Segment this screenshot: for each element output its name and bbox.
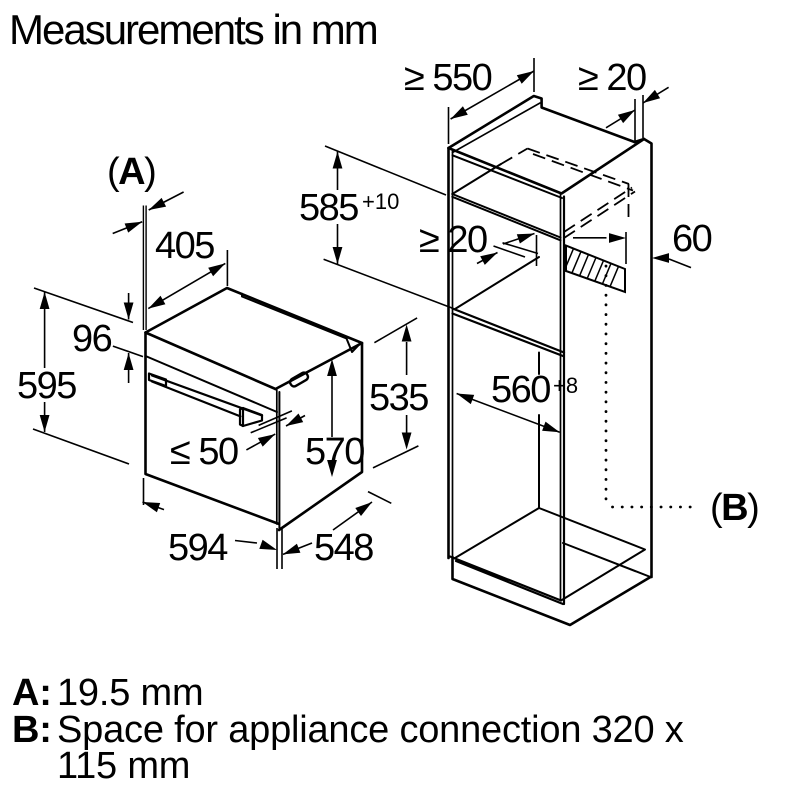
svg-text:594: 594 [168,527,228,569]
svg-text:585: 585 [299,187,358,229]
svg-text:(A): (A) [107,151,155,193]
svg-text:60: 60 [672,218,712,260]
svg-text:≥ 550: ≥ 550 [404,57,492,99]
svg-text:+8: +8 [553,373,578,398]
svg-text:115 mm: 115 mm [57,745,190,787]
svg-text:96: 96 [72,318,112,360]
svg-text:+10: +10 [362,189,399,214]
svg-text:≥ 20: ≥ 20 [578,57,646,99]
svg-text:570: 570 [305,431,364,473]
svg-text:≤ 50: ≤ 50 [170,431,238,473]
svg-text:535: 535 [369,377,428,419]
svg-text:Measurements in mm: Measurements in mm [9,6,377,53]
svg-text:405: 405 [155,225,214,267]
svg-text:595: 595 [17,365,76,407]
svg-text:560: 560 [491,369,550,411]
svg-text:≥ 20: ≥ 20 [419,219,487,261]
svg-text:548: 548 [314,527,373,569]
svg-text:A:19.5 mm: A:19.5 mm [12,672,203,714]
svg-text:B:Space for appliance connecti: B:Space for appliance connection 320 x [12,709,684,751]
svg-text:(B): (B) [710,487,758,529]
